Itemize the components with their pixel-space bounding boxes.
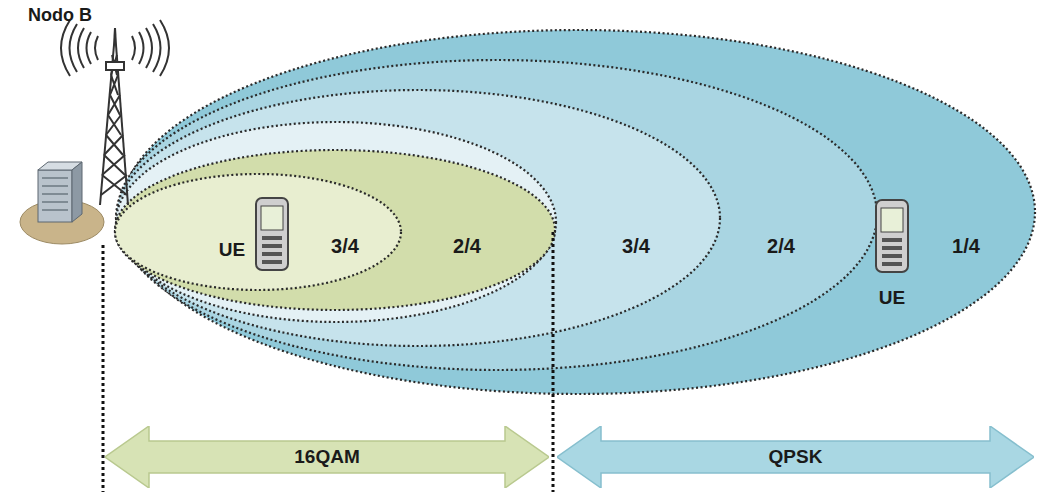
device-label: UE (879, 287, 905, 309)
code-rate: 2/4 (767, 235, 795, 258)
arrow-outline (557, 426, 1034, 488)
coverage-rings (115, 30, 1035, 394)
code-rate: 2/4 (453, 235, 481, 258)
phone-icon (256, 198, 288, 270)
modulation-label: QPSK (557, 426, 1034, 488)
code-rate: 1/4 (952, 235, 980, 258)
arrow-outline (105, 426, 549, 488)
cabinet (38, 162, 82, 222)
tower (61, 20, 169, 205)
modulation-label: 16QAM (105, 426, 549, 488)
boundary-line (103, 232, 553, 492)
double-arrow-band: 16QAM (105, 426, 549, 488)
station-name: Nodo B (28, 5, 92, 26)
phone-icon (876, 200, 908, 272)
code-rate: 3/4 (622, 235, 650, 258)
device-label: UE (219, 239, 245, 261)
code-rate: 3/4 (331, 235, 359, 258)
double-arrow-band: QPSK (557, 426, 1034, 488)
